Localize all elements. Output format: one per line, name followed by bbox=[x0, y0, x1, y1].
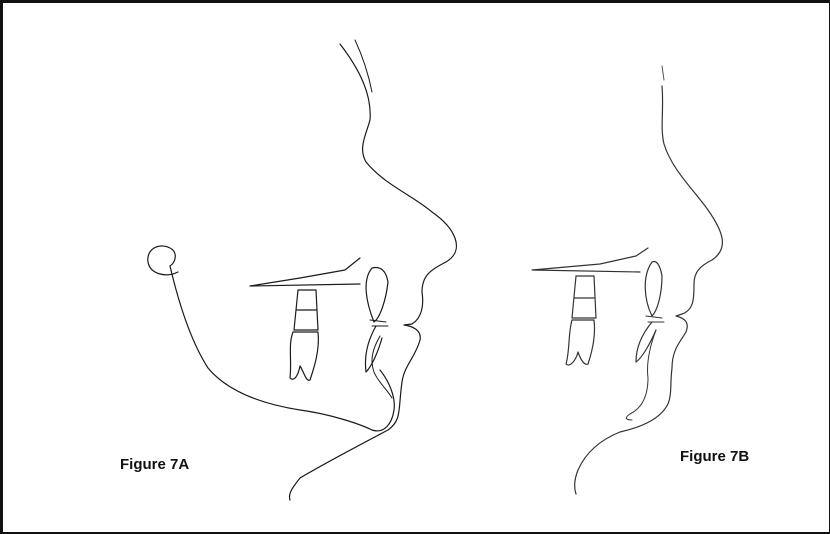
lower-molar-7b bbox=[566, 320, 595, 365]
palatal-plane-7a bbox=[250, 258, 360, 286]
upper-incisor-7b bbox=[645, 262, 662, 316]
incisor-contact-7a bbox=[370, 320, 388, 326]
figure-7b-label: Figure 7B bbox=[680, 448, 749, 465]
mandible-outline-7a bbox=[148, 246, 395, 431]
forehead-7b bbox=[662, 66, 664, 80]
lower-incisor-7b bbox=[636, 322, 656, 362]
soft-tissue-profile-7b bbox=[575, 86, 723, 494]
incisor-contact-7b bbox=[646, 316, 664, 322]
symphysis-7b bbox=[626, 330, 656, 420]
figure-7a-tracing bbox=[148, 40, 457, 500]
symphysis-7a bbox=[372, 336, 392, 398]
upper-incisor-7a bbox=[366, 268, 388, 322]
figure-7a-label: Figure 7A bbox=[120, 456, 189, 473]
upper-molar-7a bbox=[294, 290, 318, 330]
figure-7b-tracing bbox=[532, 66, 722, 494]
palatal-plane-7b bbox=[532, 248, 648, 272]
upper-molar-7b bbox=[572, 276, 596, 318]
soft-tissue-profile-7a bbox=[289, 44, 456, 500]
lower-molar-7a bbox=[290, 332, 318, 380]
